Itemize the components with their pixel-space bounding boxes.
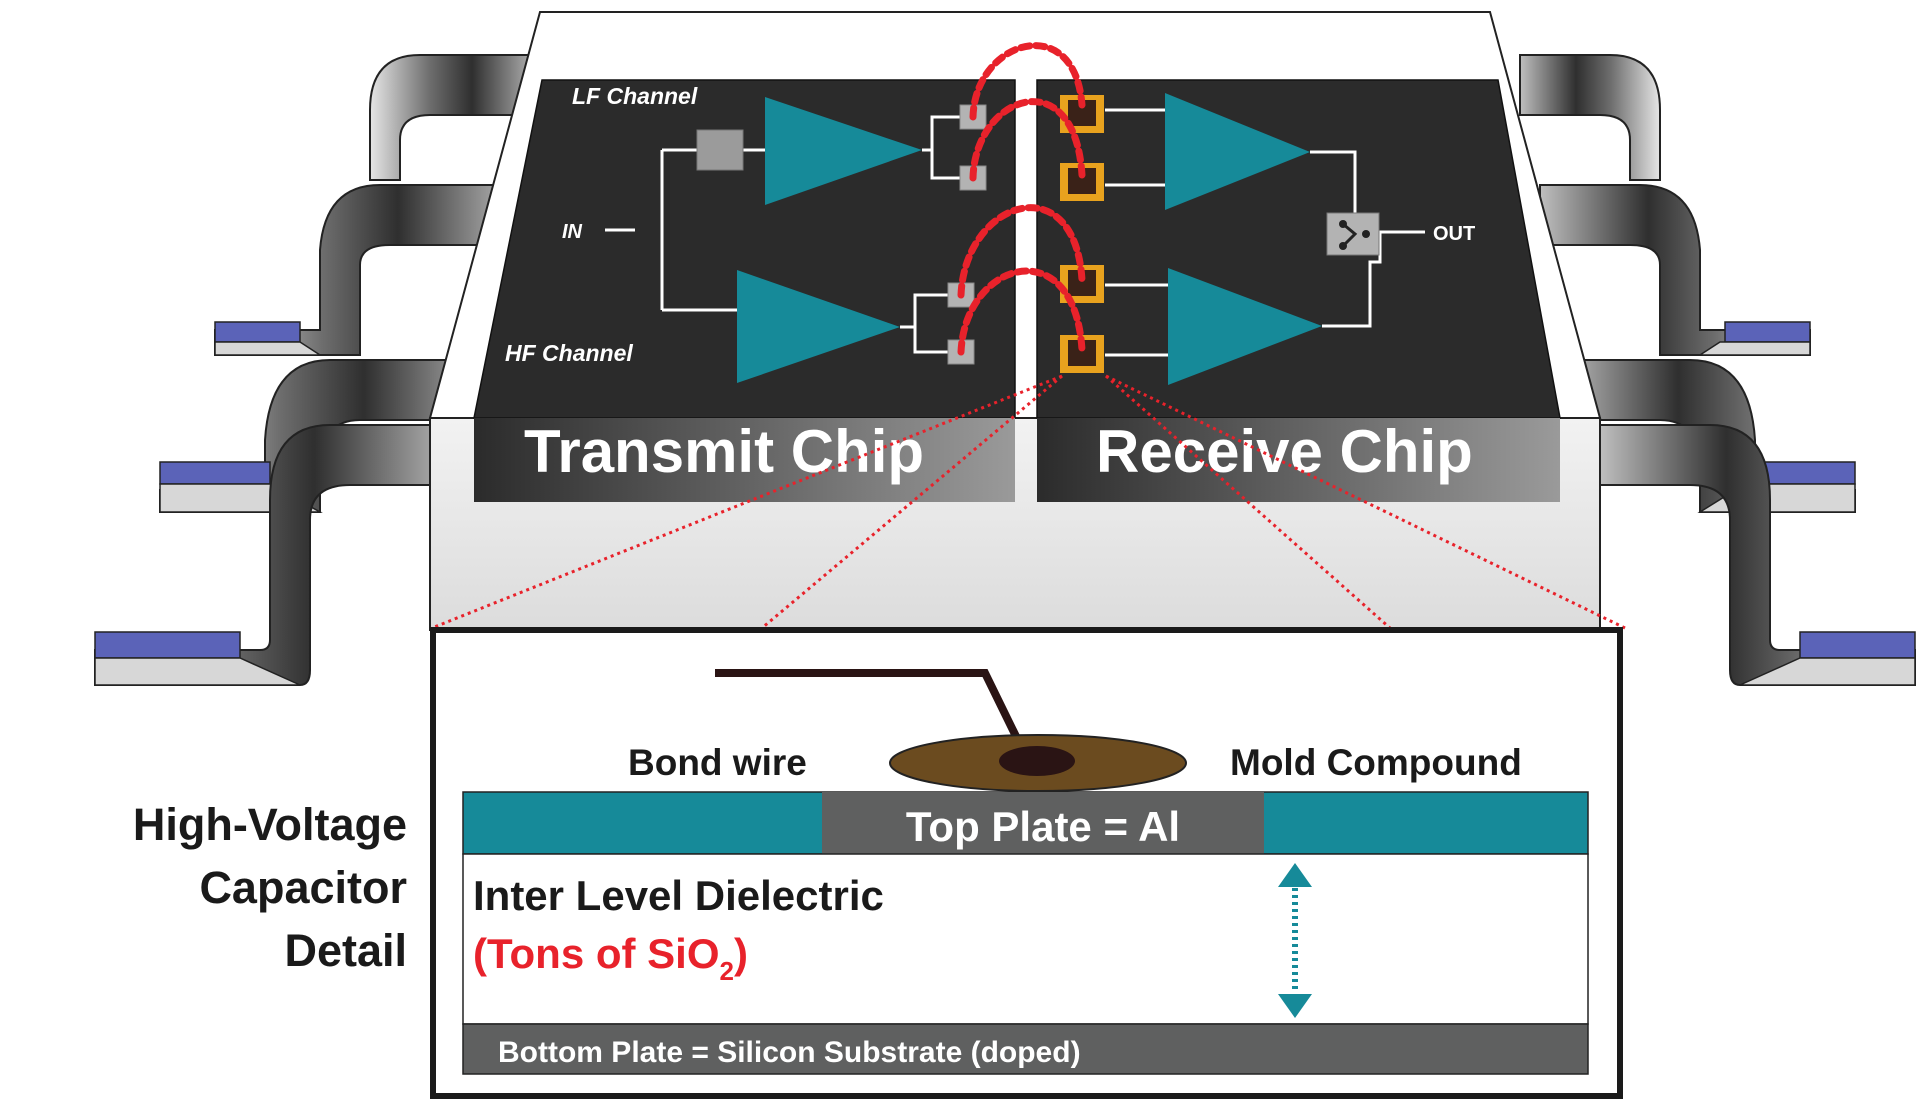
tx-wiring [605, 115, 960, 354]
detail-title-line1: High-Voltage [133, 799, 407, 850]
top-plate [822, 792, 1264, 854]
lead [369, 54, 541, 181]
lead [214, 184, 521, 356]
output-mux [1326, 212, 1380, 256]
receive-chip: Receive Chip OUT [1036, 79, 1561, 502]
dielectric-note: (Tons of SiO2) [473, 930, 748, 986]
lead [1539, 184, 1811, 356]
left-leads [94, 54, 541, 686]
bottom-plate [462, 1023, 1589, 1075]
right-leads [1519, 54, 1916, 686]
bond-wire-arc [957, 267, 1086, 356]
bottom-plate-label: Bottom Plate = Silicon Substrate (doped) [498, 1036, 1081, 1069]
mold-compound-label: Mold Compound [1230, 742, 1522, 783]
detail-title-line3: Detail [284, 925, 407, 976]
lf-rx-amplifier [1165, 93, 1310, 210]
bond-wire-arc [957, 204, 1086, 299]
lf-tx-amplifier [765, 97, 922, 205]
filter-block [696, 129, 744, 171]
hf-rx-amplifier [1168, 268, 1322, 385]
bond-wire-arc [969, 98, 1086, 182]
capacitor-detail: Bond wire Mold Compound Top Plate = Al I… [430, 627, 1623, 1099]
receive-chip-label: Receive Chip [1096, 418, 1473, 485]
lead [94, 424, 461, 686]
hf-tx-amplifier [737, 270, 900, 383]
lead [1519, 54, 1661, 181]
detail-title-line2: Capacitor [199, 862, 407, 913]
bond-wire-label: Bond wire [628, 742, 807, 783]
bond-wires [957, 42, 1086, 356]
thickness-arrow [1278, 863, 1312, 1018]
top-plate-label: Top Plate = Al [906, 803, 1180, 850]
lead [1599, 424, 1916, 686]
bond-wire-arc [969, 42, 1086, 121]
in-label: IN [562, 221, 583, 243]
transmit-chip: Transmit Chip LF Channel HF Channel IN [473, 79, 1016, 502]
rx-wiring [1105, 108, 1425, 357]
dielectric-label: Inter Level Dielectric [473, 872, 884, 919]
zoom-lines [431, 374, 1626, 630]
lf-channel-label: LF Channel [572, 83, 698, 109]
detail-title: High-Voltage Capacitor Detail [133, 799, 407, 976]
transmit-chip-label: Transmit Chip [524, 418, 924, 485]
out-label: OUT [1433, 223, 1475, 245]
hf-channel-label: HF Channel [505, 340, 633, 366]
